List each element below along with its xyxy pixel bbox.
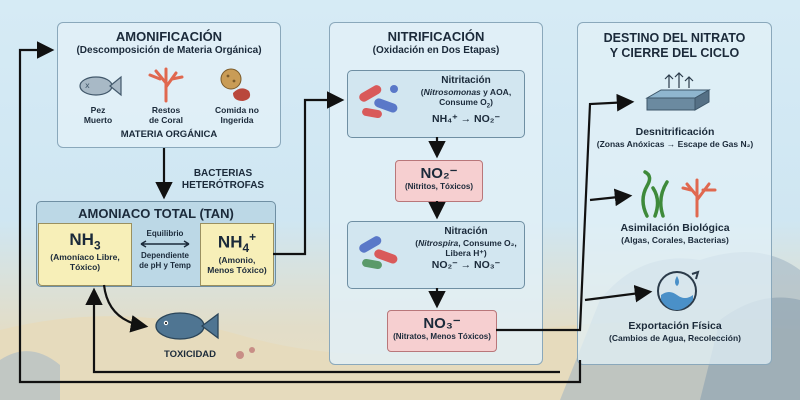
arrow-no3-to-asimilacion	[589, 188, 633, 207]
nitratacion-title: Nitración	[444, 226, 488, 237]
desnitrificacion-label: Desnitrificación (Zonas Anóxicas → Escap…	[585, 126, 765, 149]
bacterias-line2: HETERÓTROFAS	[181, 180, 265, 191]
destino-title: DESTINO DEL NITRATO Y CIERRE DEL CICLO	[578, 31, 771, 61]
asimilacion-title: Asimilación Biológica	[620, 222, 730, 234]
nh3-formula-sub: 3	[93, 238, 101, 253]
bacteria-icon	[359, 85, 398, 119]
arrow-no3-to-exportacion	[584, 284, 653, 303]
double-arrow-icon	[140, 239, 190, 248]
svg-text:x: x	[85, 81, 90, 90]
nitrificacion-title: NITRIFICACIÓN	[387, 29, 485, 44]
item-label-line: Restos	[151, 105, 181, 115]
bacterias-heterotrofas-label: BACTERIAS HETERÓTROFAS	[168, 168, 278, 192]
text-part: (	[420, 87, 424, 97]
amonificacion-subtitle: (Descomposición de Materia Orgánica)	[76, 45, 262, 56]
no2-desc: (Nitritos, Tóxicos)	[404, 182, 473, 191]
nh3-desc-line: Tóxico)	[69, 262, 101, 273]
toxicidad-label: TOXICIDAD	[163, 349, 217, 360]
text-part-italic: Nitrosomonas	[423, 87, 481, 97]
exportacion-title: Exportación Física	[628, 320, 722, 332]
text-part: y AOA,	[480, 87, 512, 97]
tan-title: AMONIACO TOTAL (TAN)	[78, 206, 234, 221]
amonificacion-title: AMONIFICACIÓN	[115, 29, 223, 44]
exportacion-label: Exportación Física (Cambios de Agua, Rec…	[585, 320, 765, 343]
nh4-formula: NH4+	[201, 230, 273, 255]
nitritacion-box: Nitritación (Nitrosomonas y AOA, Consume…	[347, 70, 525, 138]
nh4-formula-text: NH	[217, 232, 243, 252]
materia-organica-label: MATERIA ORGÁNICA	[120, 129, 218, 140]
amonificacion-panel: AMONIFICACIÓN (Descomposición de Materia…	[57, 22, 281, 148]
no3-formula: NO₃⁻	[423, 315, 461, 332]
equilibrio-line1: Dependiente	[140, 251, 189, 260]
nitritacion-title: Nitritación	[441, 75, 491, 86]
text-part: Consume O	[439, 97, 487, 107]
no3-desc: (Nitratos, Menos Tóxicos)	[393, 332, 491, 341]
coral-icon	[148, 67, 184, 103]
no2-box: NO₂⁻ (Nitritos, Tóxicos)	[395, 160, 483, 202]
nh3-formula: NH3	[39, 230, 131, 252]
desnitrificacion-title: Desnitrificación	[635, 126, 715, 138]
item-food-label: Comida no Ingerida	[204, 105, 270, 125]
nitritacion-line2: Consume O2)	[410, 97, 522, 112]
nitratacion-text: Nitración (Nitrospira, Consume O₂, Liber…	[410, 226, 522, 272]
destino-title-line2: Y CIERRE DEL CICLO	[609, 46, 740, 60]
nh3-desc: (Amoníaco Libre, Tóxico)	[39, 252, 131, 272]
item-label-line: de Coral	[148, 115, 183, 125]
nitritacion-line1: (Nitrosomonas y AOA,	[410, 87, 522, 97]
text-part-sub: 2	[486, 103, 491, 110]
bacterias-line1: BACTERIAS	[193, 168, 253, 179]
item-label-line: Comida no	[215, 105, 259, 115]
nitritacion-equation: NH₄⁺ → NO₂⁻	[431, 112, 500, 125]
arrow-nh3-to-toxicidad	[102, 284, 149, 333]
nh3-box: NH3 (Amoníaco Libre, Tóxico)	[38, 223, 132, 286]
text-part: , Consume O₂,	[458, 238, 517, 248]
nitratacion-box: Nitración (Nitrospira, Consume O₂, Liber…	[347, 221, 525, 289]
arrow-nh4-to-nitrificacion	[273, 91, 345, 256]
bacteria-icon	[359, 236, 398, 270]
arrow-no3-to-desnitrificacion	[496, 93, 635, 332]
arrow-cycle-return-outer	[18, 41, 582, 384]
no3-box: NO₃⁻ (Nitratos, Menos Tóxicos)	[387, 310, 497, 352]
exportacion-desc: (Cambios de Agua, Recolección)	[609, 333, 741, 343]
algae-coral-icon	[641, 170, 717, 218]
nh4-desc-line: (Amonio,	[218, 255, 256, 266]
no2-formula: NO₂⁻	[420, 165, 458, 182]
food-pellet-icon	[220, 68, 251, 101]
nitrificacion-subtitle: (Oxidación en Dos Etapas)	[372, 45, 500, 56]
text-part-italic: Nitrospira	[418, 238, 459, 248]
asimilacion-label: Asimilación Biológica (Algas, Corales, B…	[585, 222, 765, 245]
item-label-line: Pez	[90, 105, 106, 115]
nh4-formula-sub: 4	[242, 241, 250, 256]
arrow-cycle-return-inner	[85, 287, 560, 374]
nh3-formula-text: NH	[69, 230, 94, 249]
equilibrio-label: Equilibrio	[146, 229, 184, 238]
nitritacion-text: Nitritación (Nitrosomonas y AOA, Consume…	[410, 75, 522, 126]
item-label-line: Ingerida	[220, 115, 254, 125]
nitratacion-line2: Libera H⁺)	[445, 248, 487, 258]
item-label-line: Muerto	[83, 115, 113, 125]
equilibrio-line2: de pH y Temp	[139, 260, 191, 270]
nh4-box: NH4+ (Amonio, Menos Tóxico)	[200, 223, 274, 286]
nh4-formula-sup: +	[249, 230, 257, 244]
item-coral-label: Restos de Coral	[136, 105, 196, 125]
nh4-desc-line: Menos Tóxico)	[207, 265, 267, 276]
desnitrificacion-desc: (Zonas Anóxicas → Escape de Gas N₂)	[596, 139, 754, 149]
asimilacion-desc: (Algas, Corales, Bacterias)	[621, 235, 729, 245]
text-part: )	[490, 97, 493, 107]
nitratacion-equation: NO₂⁻ → NO₃⁻	[431, 259, 501, 271]
item-dead-fish-label: Pez Muerto	[68, 105, 128, 125]
destino-title-line1: DESTINO DEL NITRATO	[603, 31, 746, 45]
sediment-gas-icon	[645, 72, 711, 111]
nitratacion-line1: (Nitrospira, Consume O₂,	[410, 238, 522, 248]
fish-icon: x	[79, 75, 122, 97]
nh3-desc-line: (Amoníaco Libre,	[50, 252, 120, 263]
equilibrio-block: Equilibrio Dependiente de pH y Temp	[130, 229, 200, 270]
water-exchange-icon	[657, 270, 700, 311]
nh4-desc: (Amonio, Menos Tóxico)	[201, 255, 273, 275]
toxic-fish-icon	[155, 312, 219, 340]
text-part: (	[415, 238, 419, 248]
